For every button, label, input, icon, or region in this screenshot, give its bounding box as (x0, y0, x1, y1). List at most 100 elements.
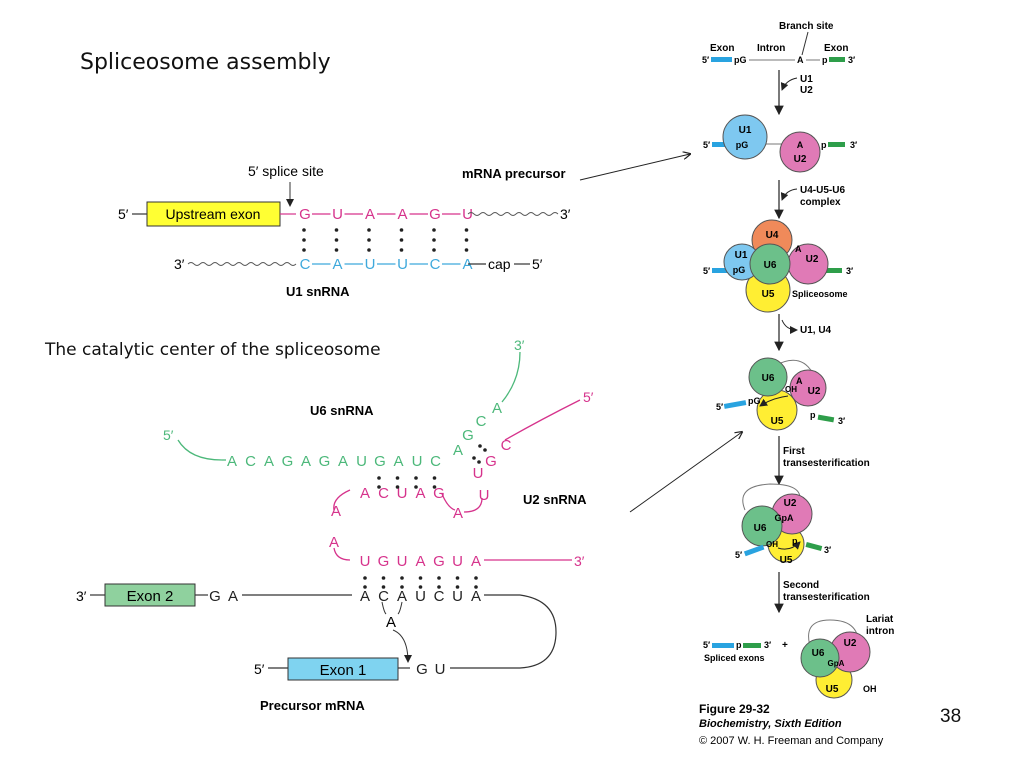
exon2-label: Exon 2 (127, 588, 174, 605)
u2-top-nucleotide: A (360, 485, 370, 502)
cap-label: cap (488, 256, 511, 272)
spliceosome-label: Spliceosome (792, 289, 848, 299)
u2-bottom-nucleotide: U (360, 553, 371, 570)
u6-nucleotide: G (282, 453, 294, 470)
s5-five-prime: 5′ (703, 640, 710, 650)
step5-line1: Second (783, 580, 819, 591)
u2-bottom-nucleotide: A (415, 553, 425, 570)
s3-u6-label: U6 (762, 373, 775, 384)
s1-u1-label: U1 (739, 125, 752, 136)
s3-three-prime: 3′ (838, 416, 845, 426)
exon1-nucleotide: U (435, 661, 446, 678)
u1-nucleotide: C (300, 256, 311, 273)
u6-nucleotide: C (430, 453, 441, 470)
bottom-five-prime: 5′ (532, 256, 543, 272)
s5-u6-particle (800, 638, 840, 678)
bottom-three-prime: 3′ (174, 256, 185, 272)
catalytic-arrow (629, 432, 742, 513)
s5-oh: OH (863, 684, 877, 694)
u1-nucleotide: U (365, 256, 376, 273)
branch-site-label: Branch site (779, 21, 834, 32)
precursor-mrna-label: Precursor mRNA (260, 698, 365, 713)
exon2-nucleotide: G (209, 588, 221, 605)
u2-arm-nucleotide: C (501, 437, 512, 454)
u1-base-pairs (302, 228, 469, 252)
s5-three-prime: 3′ (764, 640, 771, 650)
u2-loop-sequence: AAG (329, 503, 341, 551)
s4-p: p (792, 536, 798, 546)
step3-label: U1, U4 (800, 325, 832, 336)
u1-nucleotide: U (397, 256, 408, 273)
s2-u6-label: U6 (764, 260, 777, 271)
u6-hairpin-nucleotide: C (476, 413, 487, 430)
lariat-line1: Lariat (866, 614, 894, 625)
u2-arm-nucleotide: U (479, 487, 490, 504)
s2-u5-label: U5 (762, 289, 775, 300)
s1-pg: pG (736, 140, 749, 150)
s1-p: p (821, 140, 827, 150)
s0-p: p (822, 55, 828, 65)
u2-top-nucleotide: G (433, 485, 445, 502)
exon1-nucleotide: G (416, 661, 428, 678)
step4-line1: First (783, 446, 805, 457)
u6-nucleotide: C (245, 453, 256, 470)
mrna-nucleotide: G (429, 206, 441, 223)
u6-nucleotide: G (319, 453, 331, 470)
s1-u2-particle (779, 131, 821, 173)
s5-p: p (736, 640, 742, 650)
u6-nucleotide: A (301, 453, 311, 470)
step2-line1: U4-U5-U6 (800, 185, 845, 196)
u6-nucleotide: A (338, 453, 348, 470)
u6-nucleotide: U (356, 453, 367, 470)
s5-u5-label: U5 (826, 684, 839, 695)
s5-u6-label: U6 (812, 648, 825, 659)
five-prime-label: 5′ (118, 206, 129, 222)
exon2-nucleotide: A (228, 588, 238, 605)
u2-arm-nucleotide: G (485, 453, 497, 470)
s3-u2-particle (789, 369, 827, 407)
s3-u6-particle (748, 357, 788, 397)
u6-nucleotide: A (264, 453, 274, 470)
s3-five-prime: 5′ (716, 402, 723, 412)
u2-bottom-nucleotide: G (378, 553, 390, 570)
s1-u1-particle (722, 114, 768, 160)
step5-line2: transesterification (783, 592, 870, 603)
u2-three-prime: 3′ (574, 553, 585, 569)
u2-loop-nucleotide: A (329, 534, 339, 551)
s4-u6-label: U6 (754, 523, 767, 534)
s5-plus: + (782, 640, 788, 651)
s2-u4-label: U4 (766, 230, 779, 241)
splice-site-label: 5′ splice site (248, 163, 324, 179)
s3-u5-label: U5 (771, 416, 784, 427)
step2-line2: complex (800, 197, 841, 208)
upstream-exon-label: Upstream exon (166, 206, 261, 222)
s0-five-prime: 5′ (702, 55, 709, 65)
exon-label-right: Exon (824, 43, 848, 54)
mrna-nucleotide: A (397, 206, 407, 223)
u2-bottom-nucleotide: G (433, 553, 445, 570)
u2-top-nucleotide: C (378, 485, 389, 502)
step1-u2: U2 (800, 85, 813, 96)
exon1-five-prime: 5′ (254, 661, 265, 677)
s2-u2-label: U2 (806, 254, 819, 265)
u1-nucleotide: C (430, 256, 441, 273)
u6-three-prime: 3′ (514, 337, 525, 353)
exon2-three-prime: 3′ (76, 588, 87, 604)
s0-pg: pG (734, 55, 747, 65)
u6-hairpin-nucleotide: G (462, 427, 474, 444)
branch-nucleotide: A (397, 588, 407, 605)
branch-nucleotide: C (378, 588, 389, 605)
catalytic-base-pairs (363, 444, 487, 589)
s3-p: p (810, 410, 816, 420)
s4-u2-label: U2 (784, 498, 797, 509)
u2-top-nucleotide: A (415, 485, 425, 502)
mrna-nucleotide: U (332, 206, 343, 223)
lariat-line2: intron (866, 626, 894, 637)
